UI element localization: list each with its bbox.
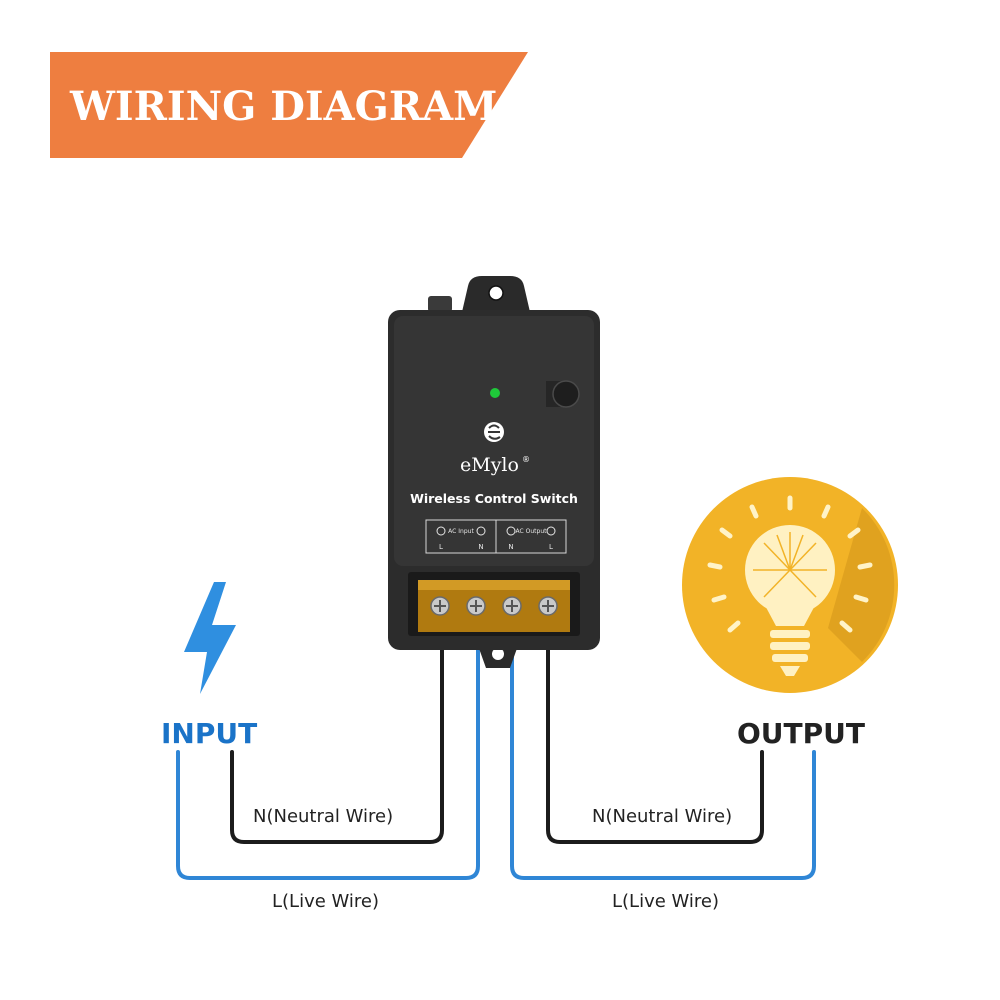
bulb-base-ring [772,654,808,662]
lightning-bolt-icon [184,582,236,694]
output-neutral-label: N(Neutral Wire) [592,806,732,827]
bulb-neck [760,596,820,626]
input-live-label: L(Live Wire) [272,891,379,912]
output-live-label: L(Live Wire) [612,891,719,912]
input-label: INPUT [161,717,257,750]
bulb-rays [707,495,873,633]
brand-trademark: ® [522,455,530,464]
legend-screw-icon [546,526,556,536]
bulb-filament [753,532,827,598]
learn-button[interactable] [552,380,580,408]
legend-pin-label: N [478,543,483,551]
antenna [428,296,452,312]
legend-screw-icon [476,526,486,536]
terminal-screw [430,596,450,616]
input-neutral-label: N(Neutral Wire) [253,806,393,827]
wireless-control-switch: eMylo ® Wireless Control Switch AC Input… [388,276,600,668]
banner-shape [50,52,528,158]
emylo-logo: eMylo ® [460,422,530,476]
output-neutral-wire [546,613,764,844]
legend-output-label: AC Output [516,528,548,535]
legend-screw-icon [436,526,446,536]
title-banner: WIRING DIAGRAM [50,52,528,158]
light-bulb-icon [682,477,898,693]
legend-pin-label: N [508,543,513,551]
bulb-base-ring [770,642,810,650]
brand-name: eMylo [460,454,519,476]
terminal-screws [430,596,558,616]
bulb-base-ring [770,630,810,638]
legend-pin-label: L [549,543,553,551]
terminal-screw [502,596,522,616]
terminal-screw [466,596,486,616]
legend-input-label: AC Input [448,528,474,535]
bottom-mount-hole [492,648,504,660]
output-label: OUTPUT [737,717,865,750]
input-neutral-wire [230,613,444,844]
terminal-block [408,572,580,636]
terminal-cover-top [418,580,570,590]
terminal-screw [538,596,558,616]
top-mount-hole [488,285,504,301]
output-live-wire [510,613,816,880]
legend-screw-icon [506,526,516,536]
terminal-legend: AC Input AC Output L N N L [425,519,567,554]
input-source: INPUT [161,582,257,750]
bulb-tip [780,666,800,676]
input-live-wire [176,613,480,880]
wires [176,613,816,880]
logo-mark-e [488,424,501,440]
device-name: Wireless Control Switch [410,491,578,506]
output-load: OUTPUT [682,477,898,750]
legend-pin-label: L [439,543,443,551]
status-led [490,388,500,398]
banner-title: WIRING DIAGRAM [69,83,497,130]
